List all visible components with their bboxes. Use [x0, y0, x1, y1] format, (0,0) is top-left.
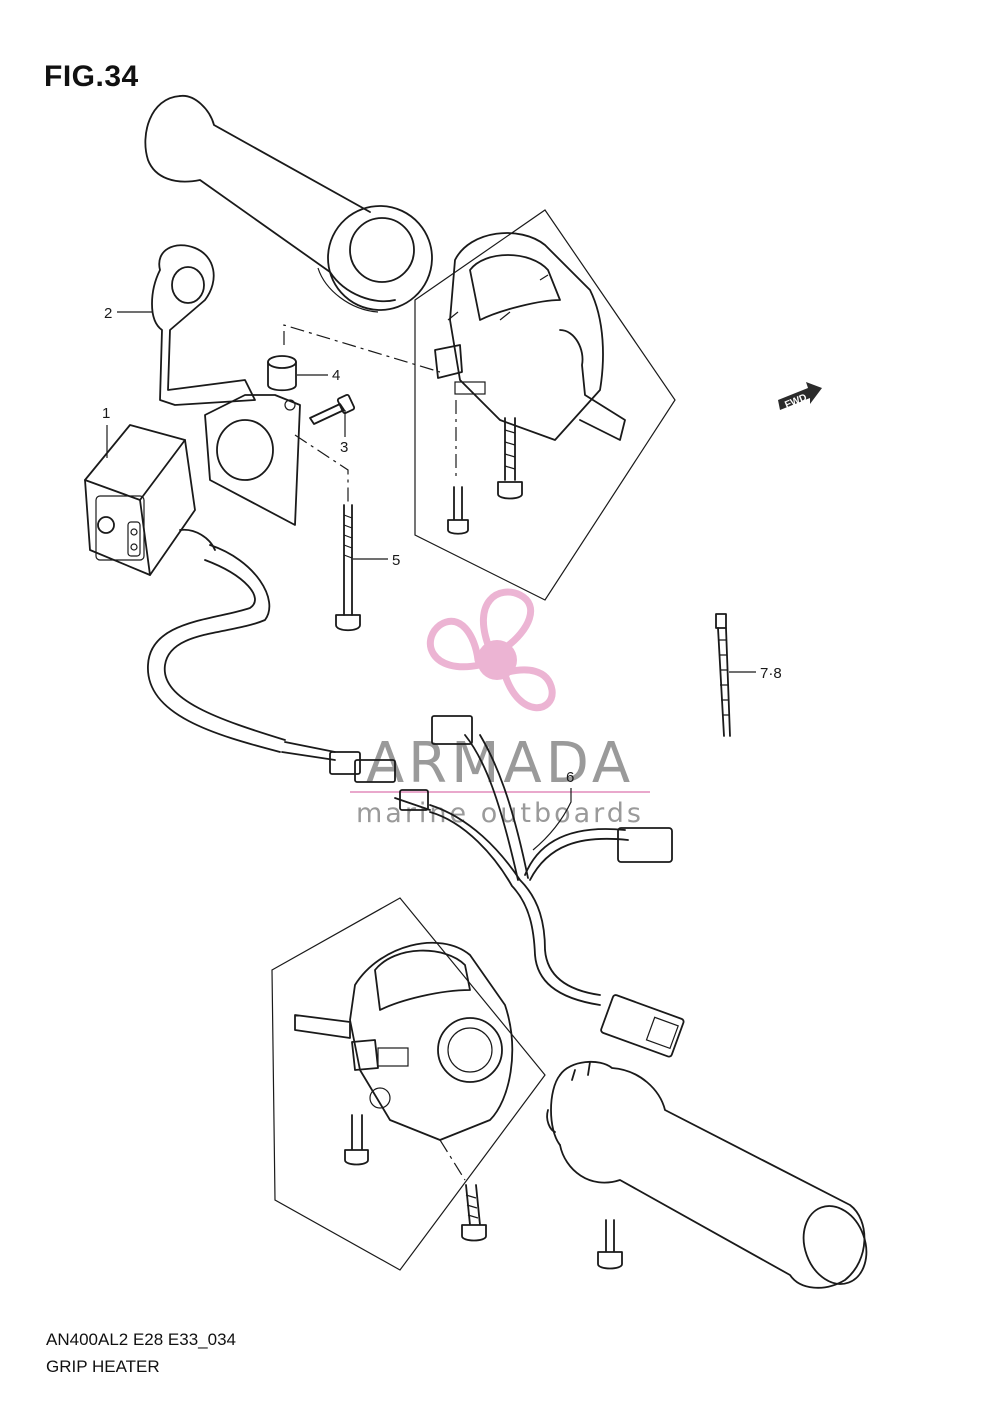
propeller-logo-icon	[427, 588, 556, 712]
callout-7-8: 7·8	[729, 665, 782, 682]
callout-5: 5	[353, 552, 400, 569]
bolt-part-5	[335, 504, 361, 632]
armada-watermark: ARMADA marine outboards	[350, 588, 650, 829]
watermark-brand: ARMADA	[366, 731, 634, 796]
bolt-part-3	[309, 393, 356, 425]
right-handlebar-grip	[546, 1060, 868, 1289]
diagram-name: GRIP HEATER	[46, 1357, 160, 1376]
spacer-part-4	[267, 355, 297, 392]
figure-title: FIG.34	[44, 60, 139, 93]
callout-label-3: 3	[340, 439, 348, 456]
callout-label-2: 2	[104, 305, 112, 322]
callout-label-7-8: 7·8	[760, 665, 782, 682]
bolt-5-centerline	[294, 434, 349, 505]
fwd-label: FWD	[783, 392, 808, 411]
right-switch-assembly	[414, 209, 676, 601]
left-handlebar-grip	[144, 95, 433, 313]
callout-3: 3	[340, 410, 348, 456]
callout-label-6: 6	[566, 769, 574, 786]
model-code: AN400AL2 E28 E33_034	[46, 1330, 236, 1349]
callout-2: 2	[104, 305, 152, 322]
callout-label-5: 5	[392, 552, 400, 569]
bottom-switch-centerline	[439, 1139, 466, 1181]
grip-heater-bracket	[151, 244, 301, 526]
cable-tie-part-7-8	[715, 613, 731, 737]
callout-6: 6	[532, 769, 574, 851]
callout-label-4: 4	[332, 367, 340, 384]
fwd-direction-marker: FWD	[778, 382, 822, 411]
callout-label-1: 1	[102, 405, 110, 422]
switch-centerline	[283, 324, 441, 373]
left-switch-assembly	[271, 897, 546, 1271]
grip-heater-switch	[84, 424, 216, 576]
callout-1: 1	[102, 405, 110, 458]
callout-4: 4	[297, 367, 340, 384]
grip-heater-harness	[147, 544, 685, 1058]
